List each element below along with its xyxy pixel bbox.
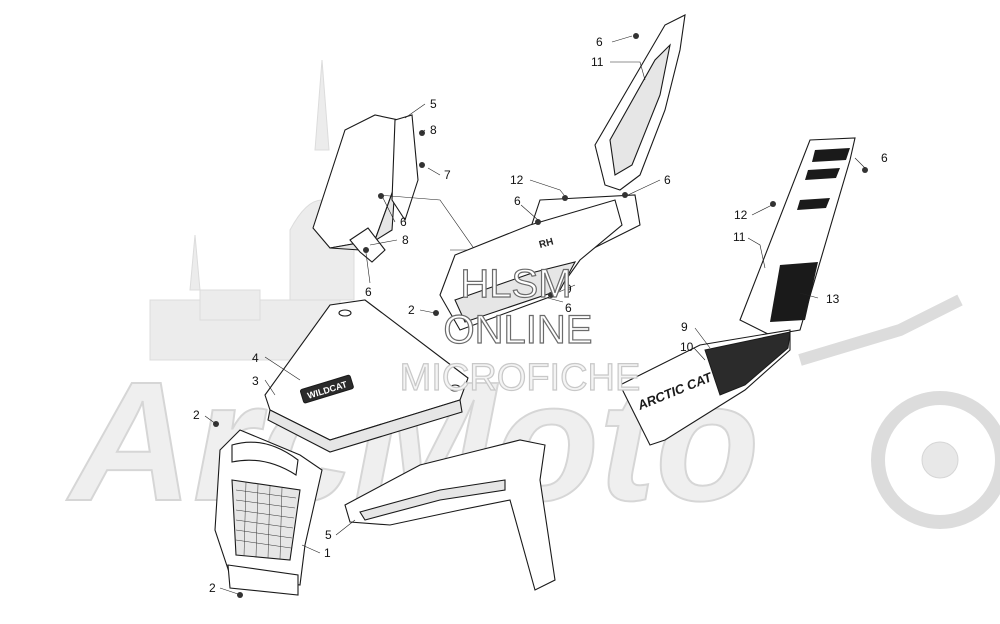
callout-label: 3 — [252, 374, 259, 388]
bracket-part — [349, 194, 476, 263]
watermark-line2: ONLINE — [444, 308, 593, 352]
callout-label: 6 — [664, 173, 671, 187]
hood-part: WILDCAT — [264, 299, 469, 453]
callout-label: 10 — [680, 340, 694, 354]
callout-label: 2 — [193, 408, 200, 422]
callout-label: 12 — [510, 173, 524, 187]
callout-label: 6 — [881, 151, 888, 165]
callout-label: 12 — [734, 208, 748, 222]
callout-label: 6 — [365, 285, 372, 299]
callout-label: 6 — [596, 35, 603, 49]
hardware-screws — [213, 33, 868, 598]
callout-label: 7 — [444, 168, 451, 182]
leader-lines — [204, 35, 866, 595]
callout-label: 13 — [826, 292, 840, 306]
rh-side-panel-part: RH — [439, 199, 623, 331]
callout-label: 4 — [252, 351, 259, 365]
callout-label: 6 — [514, 194, 521, 208]
callout-label: 1 — [324, 546, 331, 560]
upper-cover-part — [312, 114, 419, 251]
callout-label: 5 — [325, 528, 332, 542]
callout-label: 8 — [430, 123, 437, 137]
front-grille-part — [214, 429, 323, 596]
lower-fascia-part — [344, 439, 556, 591]
callout-label: 6 — [565, 301, 572, 315]
callout-label: 8 — [402, 233, 409, 247]
lower-side-panel-part: ARCTIC CAT — [619, 329, 791, 446]
rh-rear-panel-part — [739, 137, 856, 336]
callout-labels: 6 11 5 8 7 6 8 6 12 6 6 6 12 11 13 9 6 2… — [193, 35, 888, 595]
watermark-line1: HLSM — [460, 262, 571, 306]
callout-label: 11 — [733, 230, 746, 244]
callout-label: 11 — [591, 55, 604, 69]
callout-label: 2 — [408, 303, 415, 317]
callout-label: 6 — [400, 215, 407, 229]
callout-label: 2 — [209, 581, 216, 595]
callout-label: 5 — [430, 97, 437, 111]
watermark-line3: MICROFICHE — [400, 357, 641, 399]
callout-label: 9 — [565, 282, 572, 296]
callout-label: 9 — [681, 320, 688, 334]
panel-mark: RH — [538, 237, 555, 251]
watermark-overlay: HLSM ONLINE MICROFICHE — [399, 261, 641, 399]
